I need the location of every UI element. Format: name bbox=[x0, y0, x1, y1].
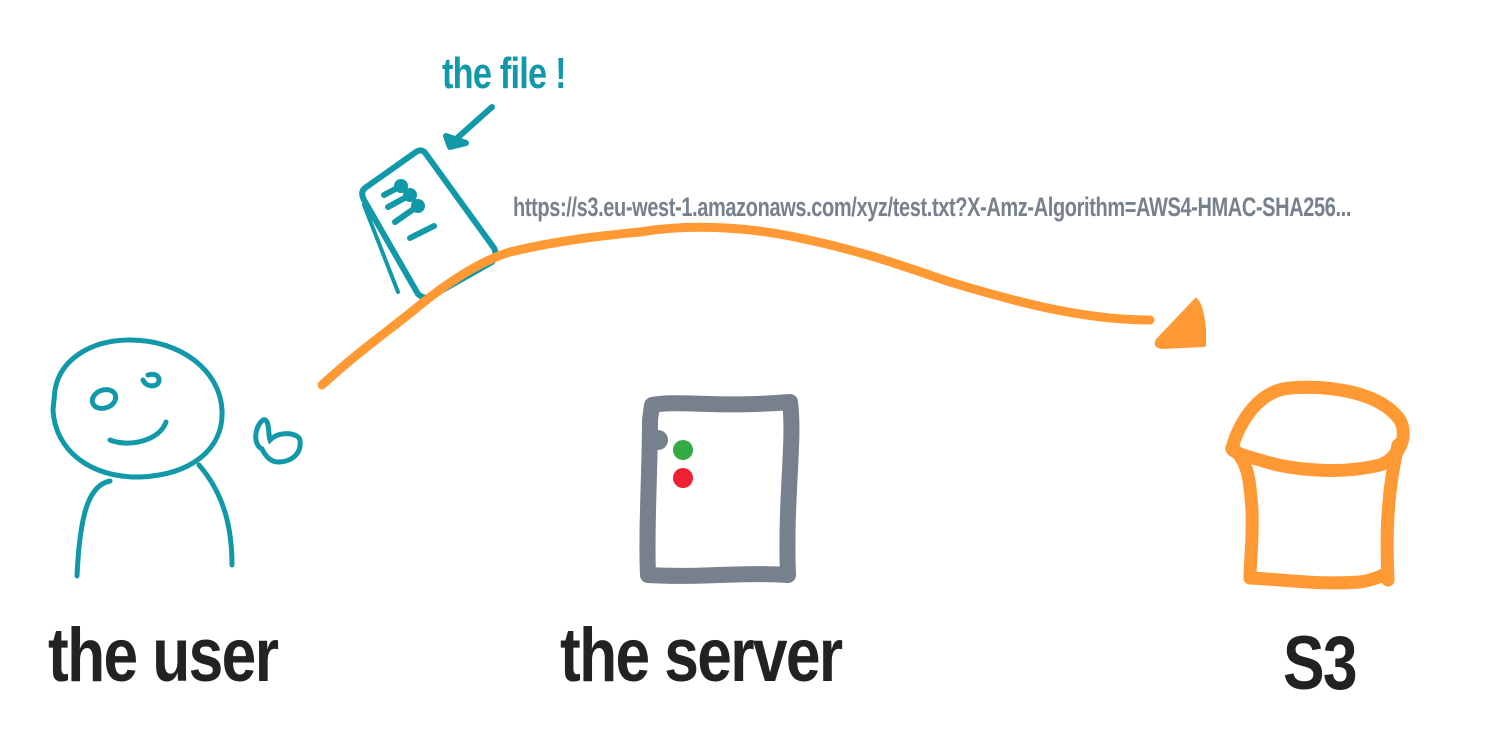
request-arrow bbox=[317, 222, 1206, 390]
request-url: https://s3.eu-west-1.amazonaws.com/xyz/t… bbox=[513, 192, 1352, 222]
arrowhead-icon bbox=[1154, 298, 1206, 349]
status-led-red bbox=[673, 468, 693, 488]
request-arrow-line bbox=[317, 222, 1155, 390]
annotation-arrow-icon bbox=[443, 104, 495, 150]
actor-label-s3: S3 bbox=[1283, 621, 1358, 706]
status-led-green bbox=[673, 440, 693, 460]
server-icon bbox=[639, 394, 800, 584]
file-icon bbox=[359, 147, 499, 301]
bucket-icon bbox=[1225, 380, 1410, 590]
stick-figure-icon bbox=[50, 337, 303, 579]
actor-label-user: the user bbox=[48, 613, 279, 698]
annotation-label: the file ! bbox=[442, 49, 567, 98]
actor-label-server: the server bbox=[560, 613, 843, 698]
